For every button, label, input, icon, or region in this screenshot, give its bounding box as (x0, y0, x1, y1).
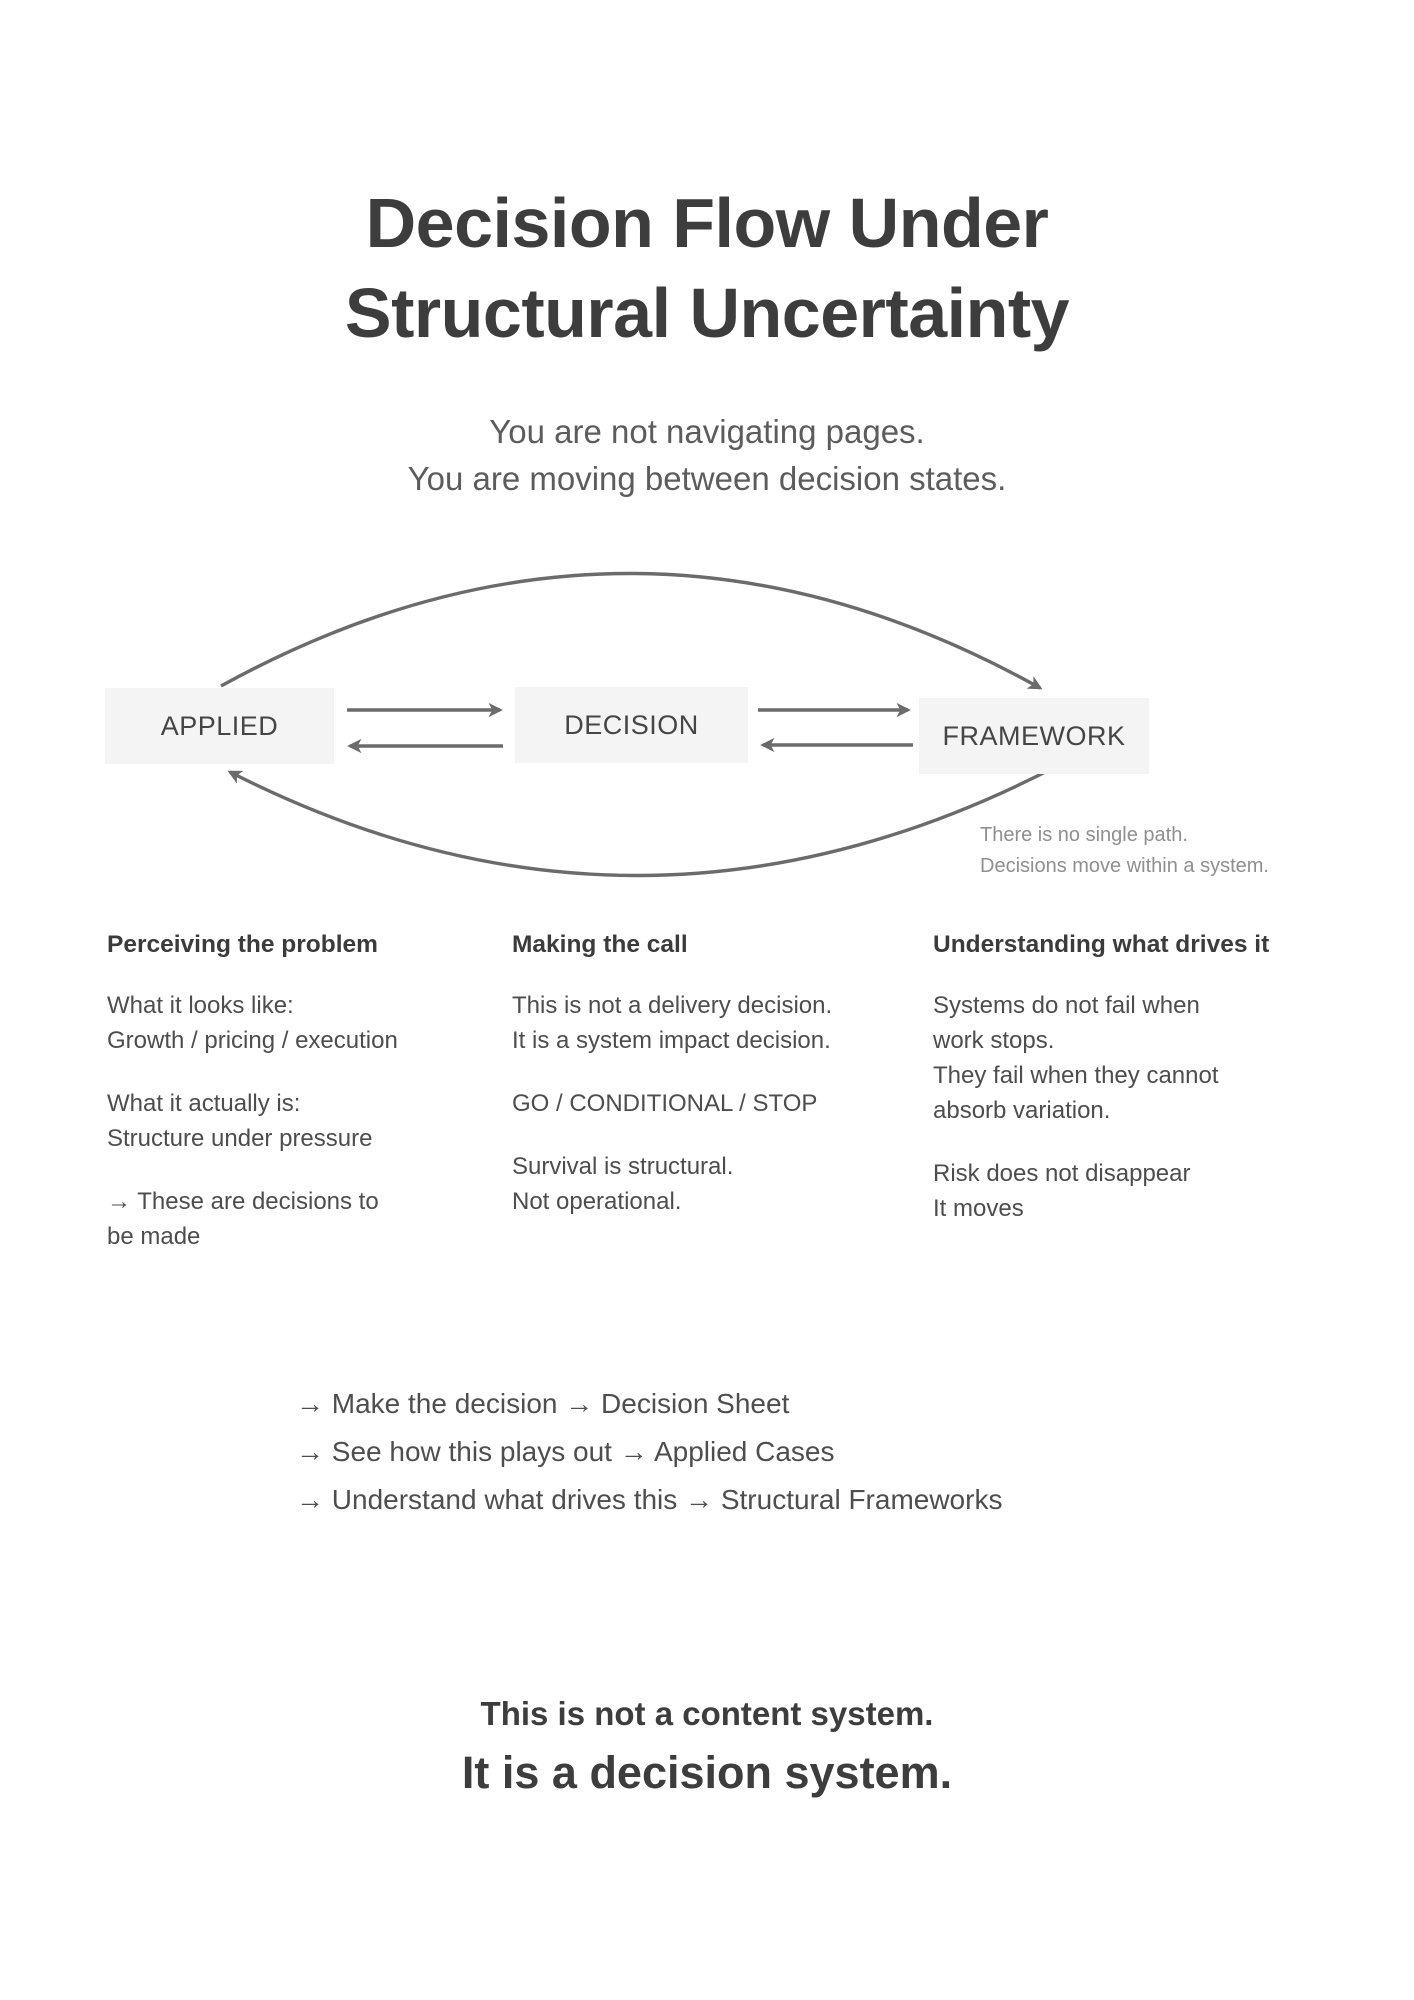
column-paragraph: Systems do not fail when work stops. The… (933, 992, 1219, 1124)
footer-statement: This is not a content system. It is a de… (0, 1692, 1414, 1802)
column-paragraph: GO / CONDITIONAL / STOP (512, 1090, 818, 1117)
diagram-caption: There is no single path. Decisions move … (980, 824, 1269, 877)
column-paragraph: What it actually is: Structure under pre… (107, 1090, 373, 1152)
column-paragraph: Survival is structural. Not operational. (512, 1153, 734, 1215)
footer-line-1: This is not a content system. (480, 1695, 934, 1732)
column-paragraph: Risk does not disappear It moves (933, 1160, 1191, 1222)
node-decision[interactable]: DECISION (515, 687, 748, 763)
node-framework[interactable]: FRAMEWORK (919, 698, 1149, 774)
action-decision-sheet[interactable]: → Make the decision → Decision Sheet (296, 1388, 790, 1419)
column-perceiving: Perceiving the problem What it looks lik… (107, 930, 452, 1254)
column-paragraph: This is not a delivery decision. It is a… (512, 992, 833, 1054)
column-making-the-call: Making the call This is not a delivery d… (512, 930, 912, 1219)
column-understanding: Understanding what drives it Systems do … (933, 930, 1333, 1226)
action-applied-cases[interactable]: → See how this plays out → Applied Cases (296, 1436, 835, 1467)
column-heading: Making the call (512, 931, 688, 958)
footer-line-2: It is a decision system. (461, 1747, 953, 1798)
node-applied[interactable]: APPLIED (105, 688, 334, 764)
column-heading: Perceiving the problem (107, 931, 378, 958)
column-paragraph: What it looks like: Growth / pricing / e… (107, 992, 398, 1054)
column-heading: Understanding what drives it (933, 931, 1270, 958)
page-subtitle: You are not navigating pages. You are mo… (407, 413, 1007, 497)
column-paragraph: → These are decisions to be made (107, 1188, 379, 1250)
flow-arc-applied-to-framework (220, 571, 1043, 690)
action-links: → Make the decision → Decision Sheet → S… (296, 1380, 1196, 1524)
action-structural-frameworks[interactable]: → Understand what drives this → Structur… (296, 1484, 1003, 1515)
flow-arc-framework-to-applied (227, 764, 1058, 878)
page-title: Decision Flow Under Structural Uncertain… (344, 184, 1070, 352)
